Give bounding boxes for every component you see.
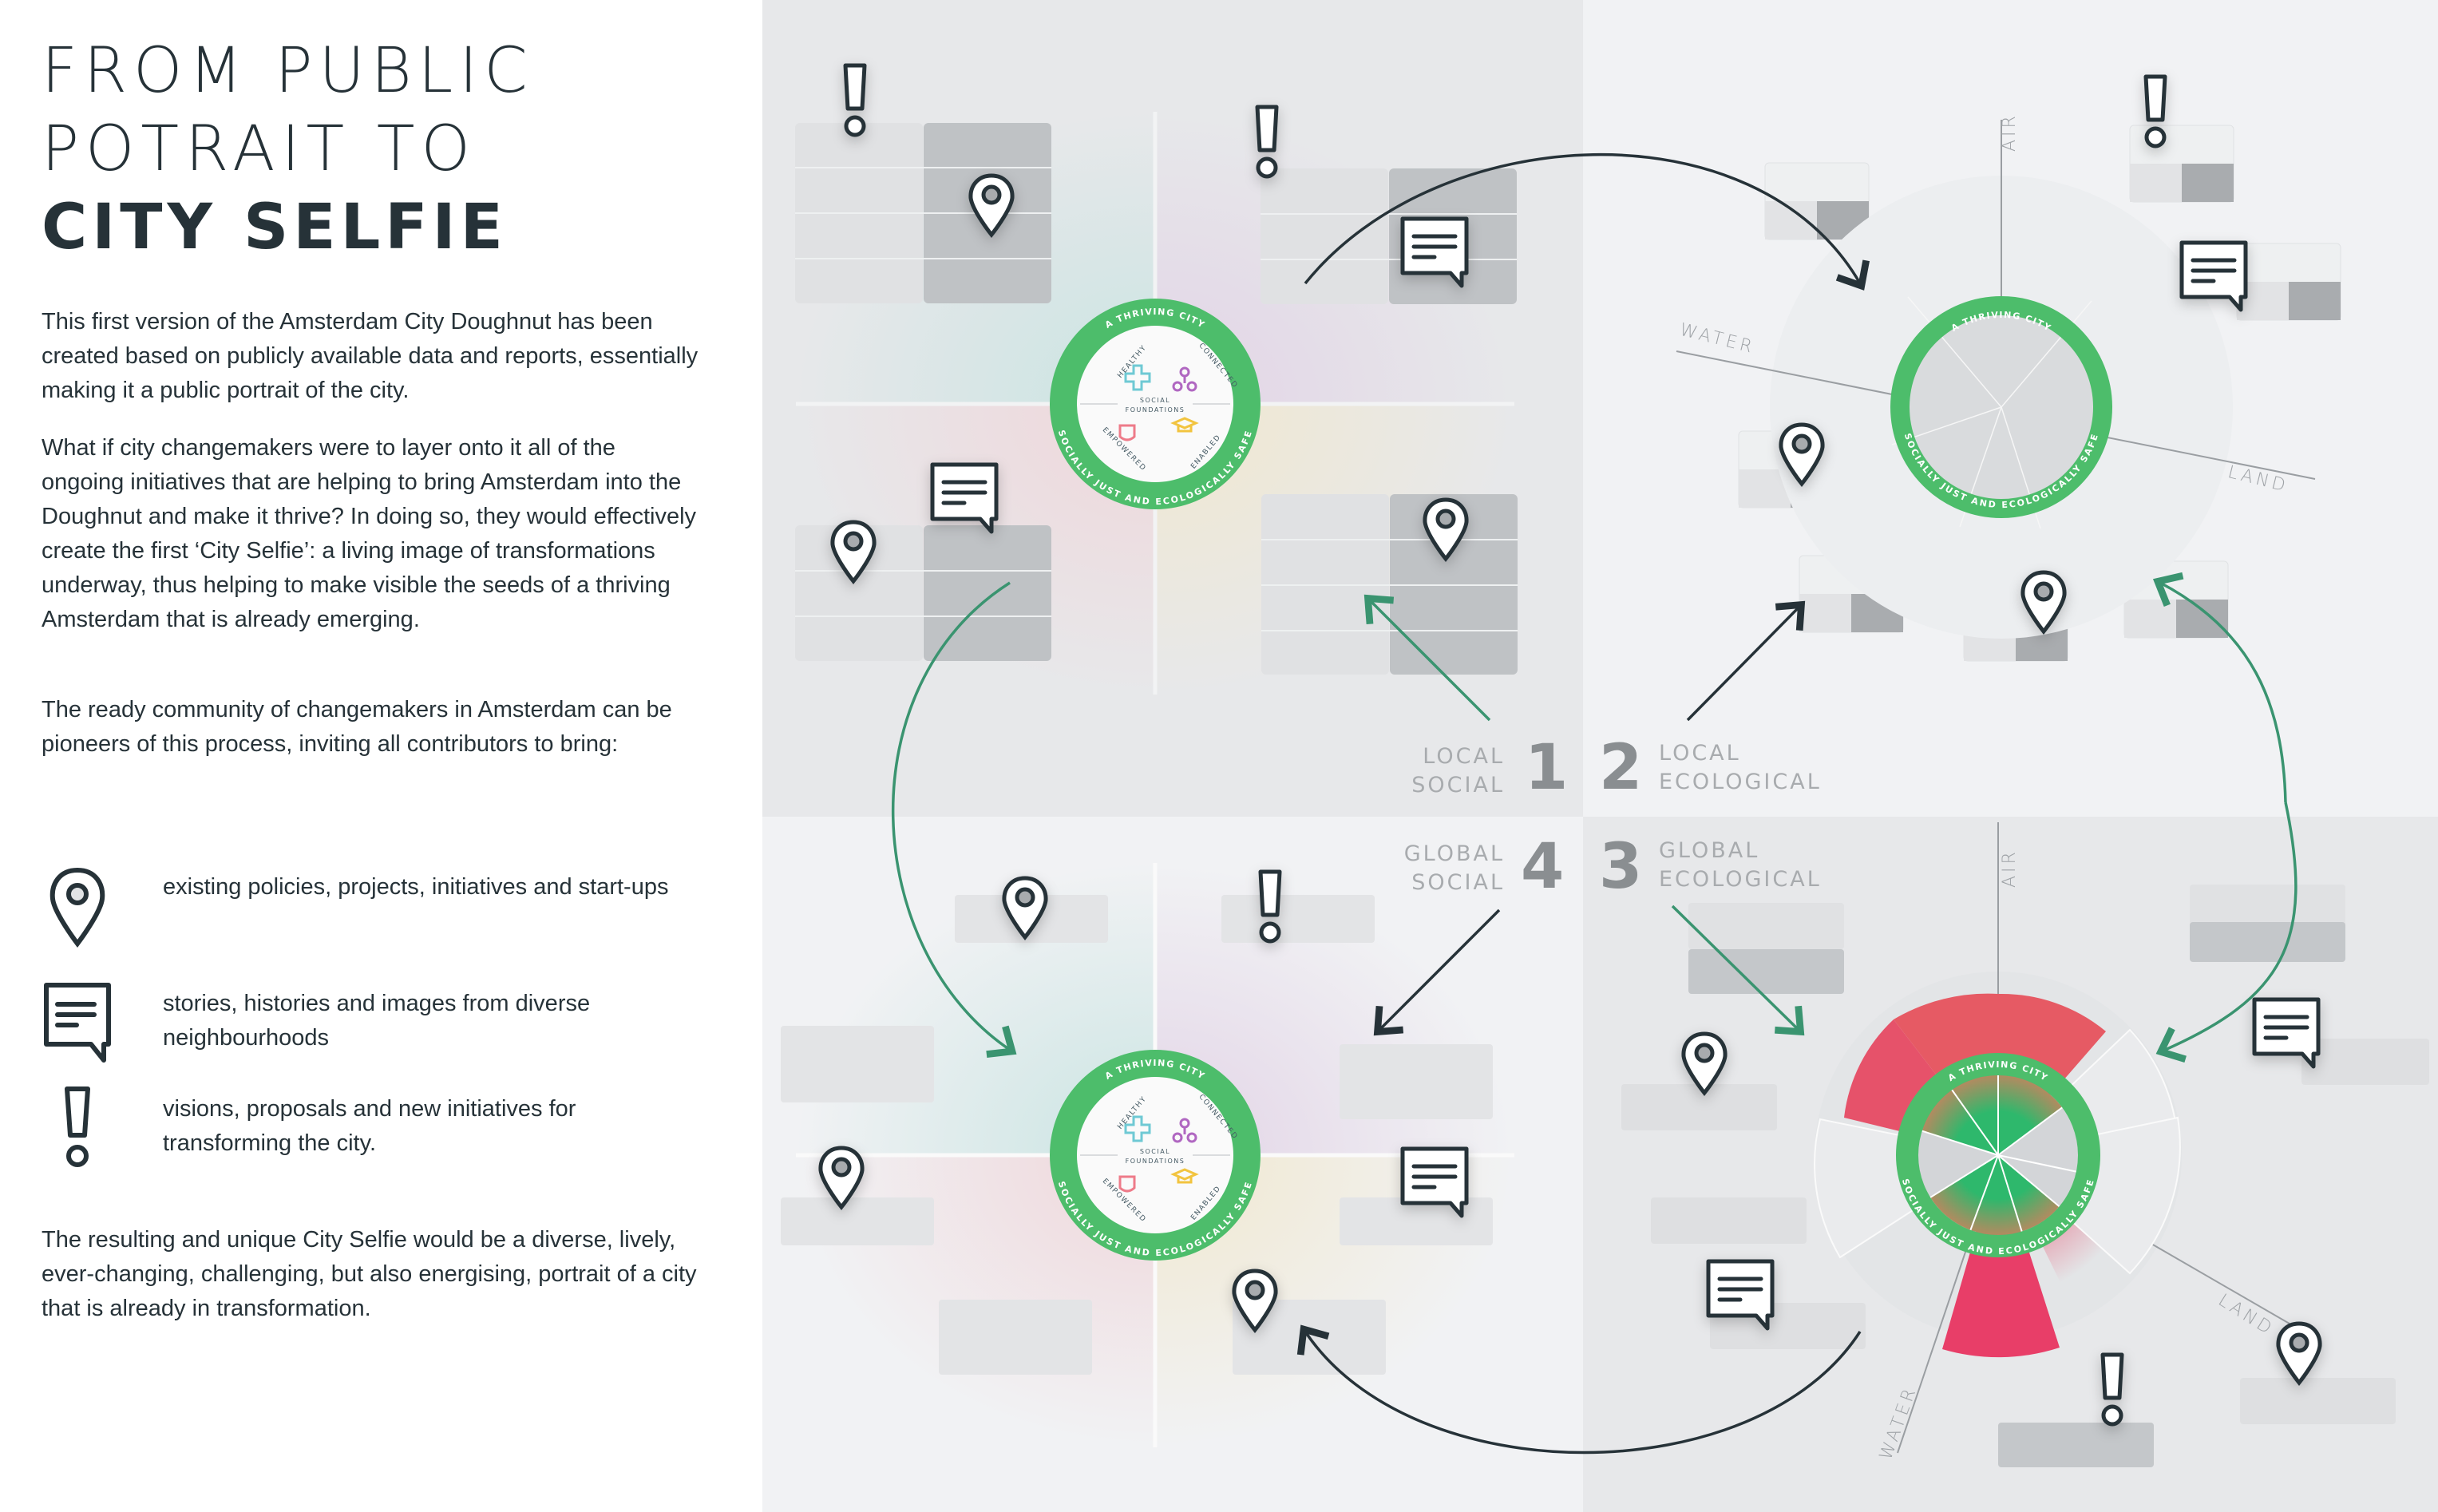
arrow-q2-to-q3: [2155, 802, 2297, 1063]
health-cross-icon: [1124, 1115, 1151, 1142]
quadrant-3-line1: GLOBAL: [1659, 838, 1760, 863]
legend-item-story: stories, histories and images from diver…: [42, 980, 728, 1068]
quadrant-3-line2: ECOLOGICAL: [1659, 867, 1822, 892]
arrow-label2-to-q2: [1686, 600, 1806, 722]
quadrant-1-line1: LOCAL: [1423, 744, 1505, 769]
quadrant-1-number: 1: [1525, 732, 1569, 804]
quadrant-2-line2: ECOLOGICAL: [1659, 770, 1822, 794]
intro-paragraph: This first version of the Amsterdam City…: [42, 309, 699, 403]
quadrant-2-label: LOCAL ECOLOGICAL: [1659, 739, 1822, 797]
raised-fist-icon: [1118, 1175, 1136, 1193]
arrow-label1-to-q1: [1363, 594, 1491, 722]
arrow-q4-to-q1: [891, 581, 1017, 1058]
exclamation-icon[interactable]: [1257, 107, 1276, 176]
speech-bubble-icon[interactable]: [2254, 999, 2318, 1067]
map-pin-icon[interactable]: [1234, 1271, 1276, 1330]
speech-bubble-icon[interactable]: [2182, 243, 2246, 310]
exclamation-icon[interactable]: [2146, 77, 2165, 146]
title-line-3: CITY SELFIE: [42, 192, 508, 263]
q4-segment-icons: [1118, 1115, 1199, 1193]
speech-bubble-icon[interactable]: [1708, 1261, 1772, 1328]
map-pin-icon[interactable]: [1684, 1034, 1725, 1093]
speech-bubble-icon[interactable]: [1403, 219, 1466, 286]
legend-item-vision: visions, proposals and new initiatives f…: [42, 1086, 728, 1174]
legend-item-pin: existing policies, projects, initiatives…: [42, 864, 728, 952]
q1-segment-icons: [1118, 364, 1199, 441]
arrow-label3-to-q3: [1671, 904, 1805, 1036]
quadrant-1-label: LOCAL SOCIAL: [1357, 742, 1505, 800]
exclamation-icon: [65, 1087, 90, 1167]
map-pin-icon[interactable]: [971, 176, 1012, 235]
text-panel: FROM PUBLIC POTRAIT TO CITY SELFIE This …: [0, 0, 762, 1512]
arrow-q3-to-q2: [2152, 572, 2287, 803]
q3-data-cards: [1621, 885, 2429, 1467]
map-pin-icon[interactable]: [833, 522, 874, 581]
quadrant-3-number: 3: [1599, 831, 1643, 903]
network-icon: [1172, 366, 1197, 392]
q1-data-cards: [795, 123, 1518, 675]
quadrant-3-label: GLOBAL ECOLOGICAL: [1659, 837, 1822, 894]
speech-bubble-icon[interactable]: [932, 465, 996, 532]
health-cross-icon: [1124, 364, 1151, 391]
arrow-label4-to-q4: [1373, 908, 1501, 1036]
graduation-cap-icon: [1170, 1168, 1199, 1184]
exclamation-icon[interactable]: [1261, 872, 1280, 941]
map-pin-icon: [49, 867, 105, 948]
exclamation-icon[interactable]: [2103, 1355, 2122, 1424]
quadrant-4-line2: SOCIAL: [1411, 870, 1505, 895]
arrow-q3-to-q4: [1296, 1324, 1862, 1455]
quadrant-4-label: GLOBAL SOCIAL: [1357, 840, 1505, 897]
network-icon: [1172, 1118, 1197, 1143]
map-pin-icon[interactable]: [1004, 878, 1046, 937]
q1-social-doughnut: [1050, 299, 1261, 509]
legend-text: stories, histories and images from diver…: [163, 991, 591, 1051]
map-pin-icon[interactable]: [821, 1148, 862, 1207]
speech-bubble-icon: [44, 983, 111, 1063]
quadrant-2-line1: LOCAL: [1659, 741, 1741, 766]
speech-bubble-icon[interactable]: [1403, 1149, 1466, 1216]
question-paragraph: What if city changemakers were to layer …: [42, 435, 697, 632]
map-pin-icon[interactable]: [2023, 572, 2064, 631]
exclamation-icon[interactable]: [845, 65, 865, 135]
quadrant-4-number: 4: [1521, 831, 1565, 903]
map-pin-icon[interactable]: [1781, 425, 1823, 484]
quadrant-2-number: 2: [1599, 732, 1643, 804]
title-line-1: FROM PUBLIC: [42, 35, 534, 107]
q2-ecological-ceiling: [1676, 120, 2316, 639]
community-paragraph: The ready community of changemakers in A…: [42, 697, 672, 757]
q3-ecological-overshoot: [1814, 822, 2300, 1454]
title-line-2: POTRAIT TO: [42, 113, 477, 185]
graduation-cap-icon: [1170, 417, 1199, 433]
legend-text: visions, proposals and new initiatives f…: [163, 1096, 576, 1156]
map-pin-icon[interactable]: [2278, 1324, 2320, 1383]
raised-fist-icon: [1118, 424, 1136, 441]
quadrant-4-line1: GLOBAL: [1403, 841, 1505, 866]
quadrant-1-line2: SOCIAL: [1411, 773, 1505, 798]
closing-paragraph: The resulting and unique City Selfie wou…: [42, 1227, 697, 1321]
legend-text: existing policies, projects, initiatives…: [163, 874, 669, 900]
q4-social-doughnut: [1050, 1050, 1261, 1261]
flow-arrows: [891, 152, 2297, 1455]
page-title: FROM PUBLIC POTRAIT TO CITY SELFIE: [42, 32, 534, 267]
map-pin-icon[interactable]: [1425, 500, 1466, 559]
arrow-q1-to-q2: [1304, 152, 1870, 291]
